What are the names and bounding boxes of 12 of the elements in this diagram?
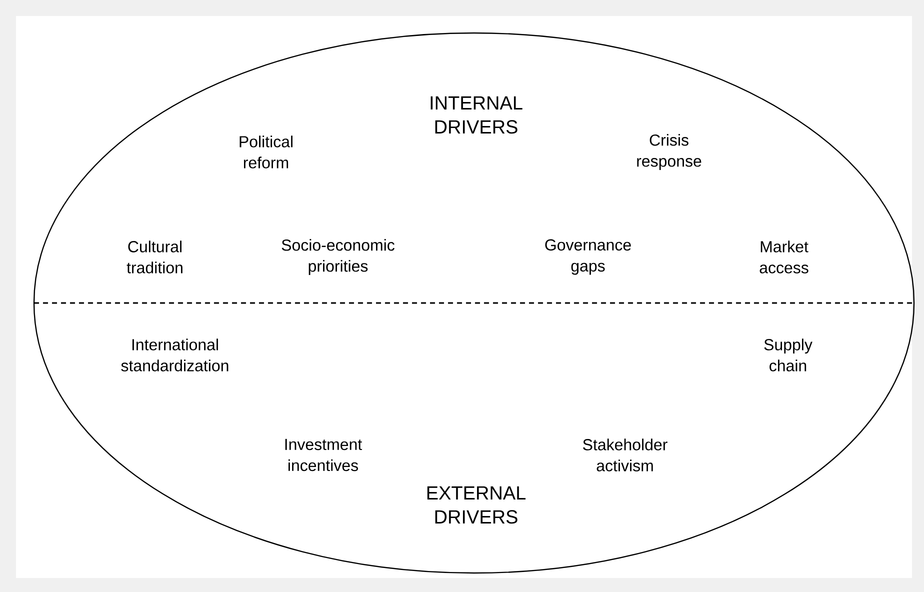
driver-label: Stakeholder activism (583, 438, 668, 472)
driver-label: Crisis response (637, 134, 702, 170)
driver-label: Governance gaps (545, 239, 631, 275)
heading: EXTERNAL DRIVERS (427, 486, 526, 524)
driver-label: Socio-economic priorities (282, 239, 394, 275)
heading: INTERNAL DRIVERS (430, 96, 522, 134)
driver-label: Supply chain (764, 338, 812, 372)
driver-label: Cultural tradition (126, 240, 182, 274)
driver-label: International standardization (121, 338, 228, 372)
driver-label: Investment incentives (285, 438, 362, 472)
driver-label: Market access (760, 240, 808, 274)
driver-label: Political reform (240, 136, 292, 168)
